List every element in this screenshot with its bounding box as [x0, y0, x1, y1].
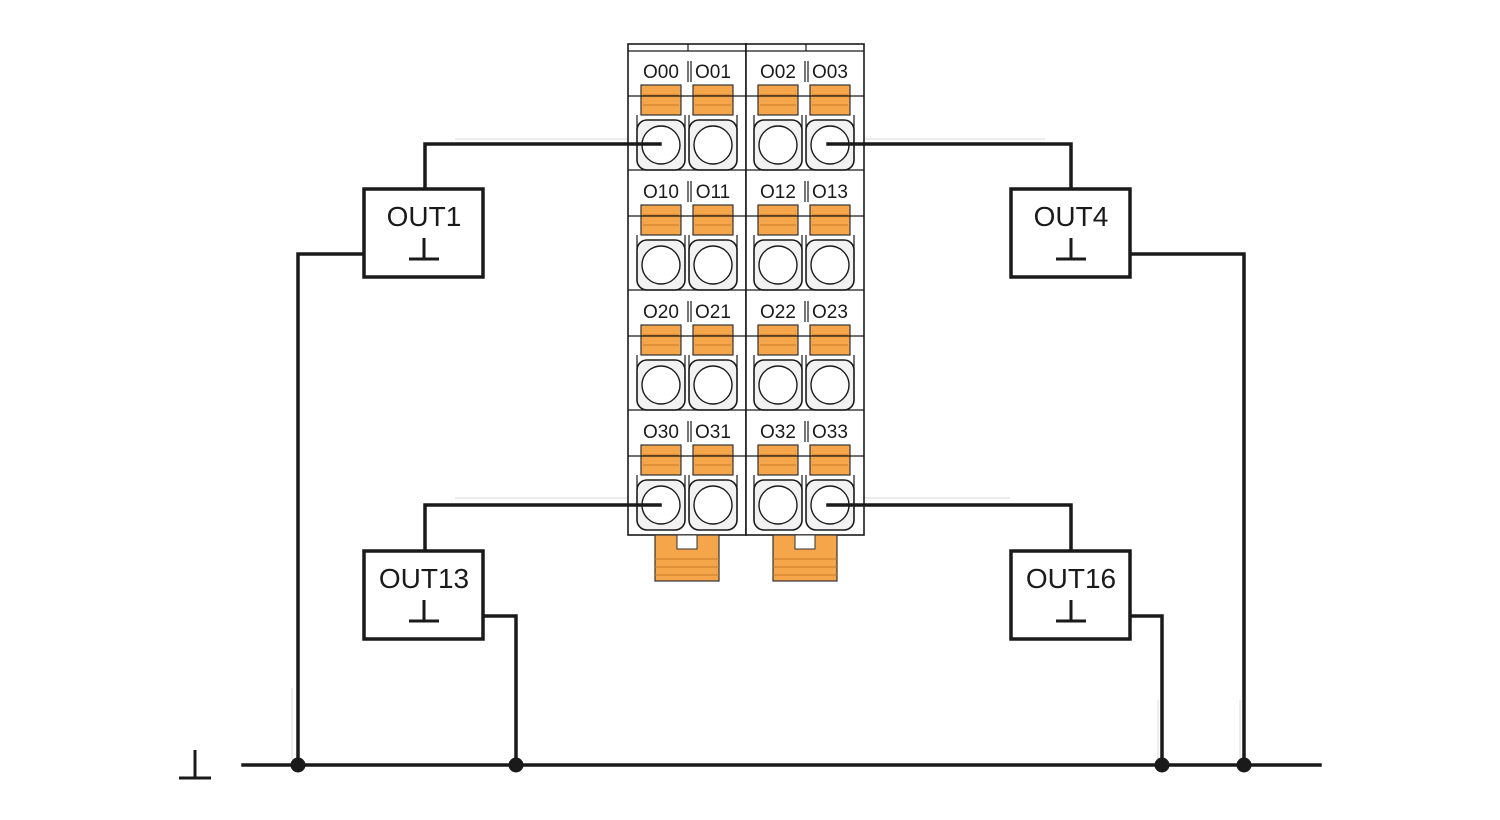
- output-label: OUT13: [379, 563, 469, 594]
- push-lever: [640, 444, 682, 476]
- push-lever: [692, 84, 734, 116]
- ground-bus-symbol: [179, 750, 211, 780]
- output-label: OUT1: [387, 201, 462, 232]
- wire-entry-hole: [693, 365, 733, 405]
- push-lever: [809, 204, 851, 236]
- wire-entry-hole: [810, 245, 850, 285]
- output-box-out13: OUT13: [362, 549, 485, 641]
- wire-entry-hole: [758, 125, 798, 165]
- terminal-label: O23: [812, 302, 848, 323]
- push-lever: [809, 84, 851, 116]
- wire-entry-hole: [641, 245, 681, 285]
- terminal-label: O13: [812, 182, 848, 203]
- wire-entry-hole: [693, 125, 733, 165]
- terminal-label: O00: [643, 62, 679, 83]
- terminal-label: O21: [695, 302, 731, 323]
- terminal-label: O20: [643, 302, 679, 323]
- push-lever: [692, 204, 734, 236]
- wire-entry-hole: [693, 485, 733, 525]
- wire-entry-hole: [693, 245, 733, 285]
- wire-entry-hole: [641, 365, 681, 405]
- terminal-label: O30: [643, 422, 679, 443]
- terminal-label: O01: [695, 62, 731, 83]
- terminal-label: O11: [696, 182, 731, 203]
- terminal-label: O02: [760, 62, 796, 83]
- push-lever: [692, 324, 734, 356]
- wires: [241, 142, 1322, 767]
- junction-dot: [508, 757, 524, 773]
- wire-entry-hole: [810, 365, 850, 405]
- terminal-label: O31: [695, 422, 731, 443]
- wire-entry-hole: [758, 485, 798, 525]
- output-box-out4: OUT4: [1009, 187, 1132, 279]
- push-lever: [757, 204, 799, 236]
- wire-out4-ground: [1128, 252, 1246, 767]
- wire-out16-signal: [826, 503, 1073, 553]
- junction-dot: [1236, 757, 1252, 773]
- push-lever: [809, 324, 851, 356]
- terminal-label: O12: [760, 182, 796, 203]
- output-boxes: OUT1 OUT4 OUT13 OUT16: [362, 187, 1132, 641]
- wire-out1-signal: [423, 142, 662, 191]
- plug-notch: [676, 534, 698, 550]
- push-lever: [757, 324, 799, 356]
- push-lever: [757, 444, 799, 476]
- terminal-label: O22: [760, 302, 796, 323]
- junction-dots: [290, 757, 1252, 773]
- terminal-label: O32: [760, 422, 796, 443]
- wire-out13-ground: [481, 614, 518, 767]
- plug-notch: [794, 534, 816, 550]
- output-label: OUT4: [1034, 201, 1109, 232]
- wire-entry-hole: [758, 245, 798, 285]
- output-box-out1: OUT1: [362, 187, 485, 279]
- push-lever: [757, 84, 799, 116]
- output-label: OUT16: [1026, 563, 1116, 594]
- push-lever: [640, 324, 682, 356]
- push-lever: [692, 444, 734, 476]
- terminal-label: O03: [812, 62, 848, 83]
- wire-entry-hole: [758, 365, 798, 405]
- terminal-label: O33: [812, 422, 848, 443]
- terminal-label: O10: [643, 182, 679, 203]
- wire-out16-ground: [1128, 614, 1164, 767]
- push-lever: [640, 84, 682, 116]
- junction-dot: [1154, 757, 1170, 773]
- wire-out1-ground: [296, 252, 366, 767]
- output-box-out16: OUT16: [1009, 549, 1132, 641]
- wire-out4-signal: [826, 142, 1073, 191]
- push-lever: [640, 204, 682, 236]
- wire-out13-signal: [423, 503, 662, 553]
- push-lever: [809, 444, 851, 476]
- faint-guides: [291, 138, 1241, 760]
- junction-dot: [290, 757, 306, 773]
